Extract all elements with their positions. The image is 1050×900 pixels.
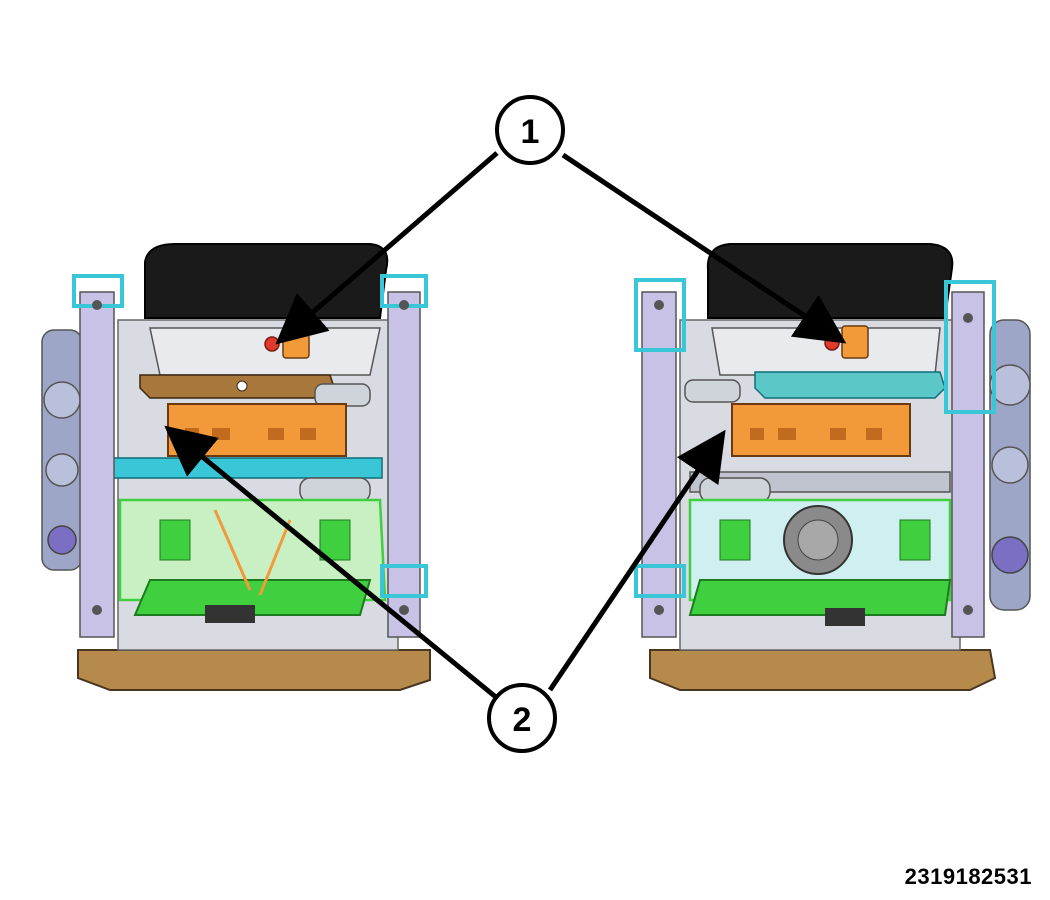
left-seat-cross-rail: [111, 457, 383, 479]
left-seat-rail-left: [79, 291, 115, 638]
left-seat-connector-red: [264, 336, 280, 352]
left-seat-frame: [41, 243, 431, 691]
left-seat-lower-motor: [299, 477, 371, 503]
left-seat-rail-right: [387, 291, 421, 638]
left-seat-base: [77, 649, 431, 691]
callout-1-label: 1: [521, 113, 540, 151]
right-seat-motor-tube: [684, 379, 741, 403]
callout-leader-lines: [164, 151, 847, 700]
right-seat-lower-motor: [699, 477, 771, 503]
left-seat-side-gear: [41, 329, 83, 571]
right-seat-side-gear: [989, 319, 1031, 611]
leader-1-right: [561, 152, 847, 344]
leader-1-left: [275, 151, 499, 345]
right-seat-rail-left: [641, 291, 677, 638]
right-seat-bracket: [754, 371, 946, 399]
figure-id: 2319182531: [904, 864, 1032, 889]
right-seat-base: [649, 649, 997, 691]
callout-2-label: 2: [513, 701, 532, 739]
left-seat-upper-plate: [149, 327, 381, 376]
leader-2-right: [547, 429, 726, 692]
right-seat-connector-body: [841, 325, 869, 359]
leader-2-left: [164, 425, 499, 700]
callout-2: 2: [487, 683, 557, 753]
right-seat-upper-plate: [711, 327, 941, 376]
right-seat-bolster: [706, 243, 954, 319]
right-seat-module: [731, 403, 911, 457]
left-seat-motor-tube: [314, 383, 371, 407]
callout-1: 1: [495, 95, 565, 165]
left-seat-lower-assembly: [118, 498, 387, 623]
right-seat-rail-right: [951, 291, 985, 638]
right-seat-frame: [634, 243, 1031, 691]
right-seat-lower-assembly: [688, 498, 952, 626]
